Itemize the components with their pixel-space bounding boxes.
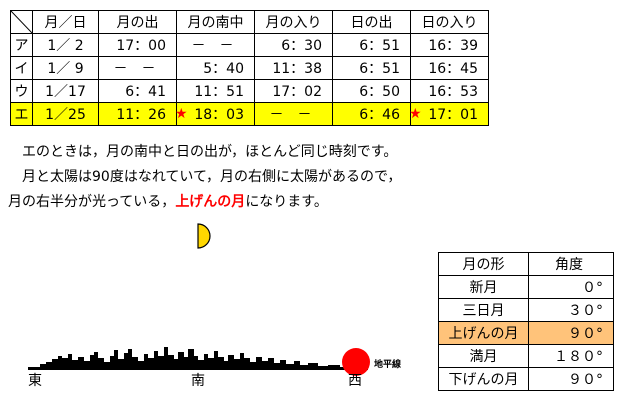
- moon-angle-table: 月の形 角度 新月 ０° 三日月 ３０° 上げんの月 ９０° 満月 １８０° 下…: [438, 252, 614, 391]
- angle-shape: 上げんの月: [438, 321, 529, 345]
- header-shape: 月の形: [438, 252, 529, 276]
- corner-cell: [10, 10, 33, 34]
- angle-shape: 満月: [438, 344, 529, 368]
- angle-row: 満月 １８０°: [438, 344, 614, 368]
- row-label: ア: [10, 33, 33, 57]
- row-sunrise: 6：51: [332, 33, 411, 57]
- angle-value: １８０°: [528, 344, 614, 368]
- row-moonrise: 11：26: [98, 102, 177, 126]
- table-header-row: 月／日 月の出 月の南中 月の入り 日の出 日の入り: [10, 10, 489, 34]
- row-transit: 11：51: [176, 79, 255, 103]
- row-moonset: 11：38: [254, 56, 333, 80]
- horizon-label: 地平線: [374, 360, 402, 370]
- sun-icon: [342, 348, 370, 376]
- explanation-line-3-pre: 月の右半分が光っている，: [8, 194, 176, 210]
- row-date: 1／17: [32, 79, 99, 103]
- table-row-highlighted: エ 1／25 11：26 ★ 18：03 － － 6：46 ★ 17：01: [10, 102, 489, 126]
- row-label: イ: [10, 56, 33, 80]
- explanation-line-2: 月と太陽は90度はなれていて，月の右側に太陽があるので，: [22, 169, 402, 185]
- horizon-line: [28, 367, 368, 368]
- row-label: エ: [10, 102, 33, 126]
- angle-header-row: 月の形 角度: [438, 252, 614, 276]
- angle-shape: 三日月: [438, 298, 529, 322]
- row-date: 1／25: [32, 102, 99, 126]
- row-moonset: 6：30: [254, 33, 333, 57]
- row-moonrise: 6：41: [98, 79, 177, 103]
- row-sunrise: 6：50: [332, 79, 411, 103]
- row-transit: 5：40: [176, 56, 255, 80]
- first-quarter-term: 上げんの月: [175, 194, 246, 210]
- row-date: 1／ 2: [32, 33, 99, 57]
- star-icon: ★: [175, 106, 188, 122]
- row-sunset: 16：45: [410, 56, 489, 80]
- angle-value: ９０°: [528, 321, 614, 345]
- row-transit: － －: [176, 33, 255, 57]
- direction-east: 東: [28, 373, 42, 389]
- sunset-value: 17：01: [428, 107, 478, 123]
- transit-value: 18：03: [194, 107, 244, 123]
- angle-value: ９０°: [528, 367, 614, 391]
- moon-time-table: 月／日 月の出 月の南中 月の入り 日の出 日の入り ア 1／ 2 17：00 …: [10, 10, 489, 126]
- row-date: 1／ 9: [32, 56, 99, 80]
- table-row: イ 1／ 9 － － 5：40 11：38 6：51 16：45: [10, 56, 489, 80]
- row-label: ウ: [10, 79, 33, 103]
- header-date: 月／日: [32, 10, 99, 34]
- header-sunset: 日の入り: [410, 10, 489, 34]
- angle-value: ３０°: [528, 298, 614, 322]
- header-transit: 月の南中: [176, 10, 255, 34]
- header-angle: 角度: [528, 252, 614, 276]
- explanation-line-1: エのときは，月の南中と日の出が，ほとんど同じ時刻です。: [22, 144, 398, 160]
- explanation-line-3: 月の右半分が光っている，上げんの月になります。: [8, 190, 478, 215]
- row-moonset: 17：02: [254, 79, 333, 103]
- angle-row: 三日月 ３０°: [438, 298, 614, 322]
- star-icon: ★: [409, 106, 422, 122]
- angle-value: ０°: [528, 275, 614, 299]
- row-sunset: ★ 17：01: [409, 102, 489, 126]
- angle-row: 下げんの月 ９０°: [438, 367, 614, 391]
- header-sunrise: 日の出: [332, 10, 411, 34]
- angle-shape: 新月: [438, 275, 529, 299]
- row-moonset: － －: [254, 102, 333, 126]
- row-transit: ★ 18：03: [175, 102, 255, 126]
- first-quarter-moon-icon: [197, 223, 211, 249]
- angle-row: 新月 ０°: [438, 275, 614, 299]
- angle-shape: 下げんの月: [438, 367, 529, 391]
- city-skyline-icon: [28, 347, 368, 370]
- diagonal-line-icon: [11, 11, 32, 33]
- row-sunrise: 6：51: [332, 56, 411, 80]
- angle-row-highlighted: 上げんの月 ９０°: [438, 321, 614, 345]
- table-row: ア 1／ 2 17：00 － － 6：30 6：51 16：39: [10, 33, 489, 57]
- row-sunrise: 6：46: [332, 102, 411, 126]
- row-moonrise: － －: [98, 56, 177, 80]
- row-sunset: 16：53: [410, 79, 489, 103]
- header-moonrise: 月の出: [98, 10, 177, 34]
- direction-west: 西: [348, 373, 362, 389]
- explanation-line-3-post: になります。: [245, 194, 328, 210]
- direction-south: 南: [191, 373, 205, 389]
- header-moonset: 月の入り: [254, 10, 333, 34]
- row-sunset: 16：39: [410, 33, 489, 57]
- row-moonrise: 17：00: [98, 33, 177, 57]
- table-row: ウ 1／17 6：41 11：51 17：02 6：50 16：53: [10, 79, 489, 103]
- explanation-text: エのときは，月の南中と日の出が，ほとんど同じ時刻です。 月と太陽は90度はなれて…: [8, 140, 478, 215]
